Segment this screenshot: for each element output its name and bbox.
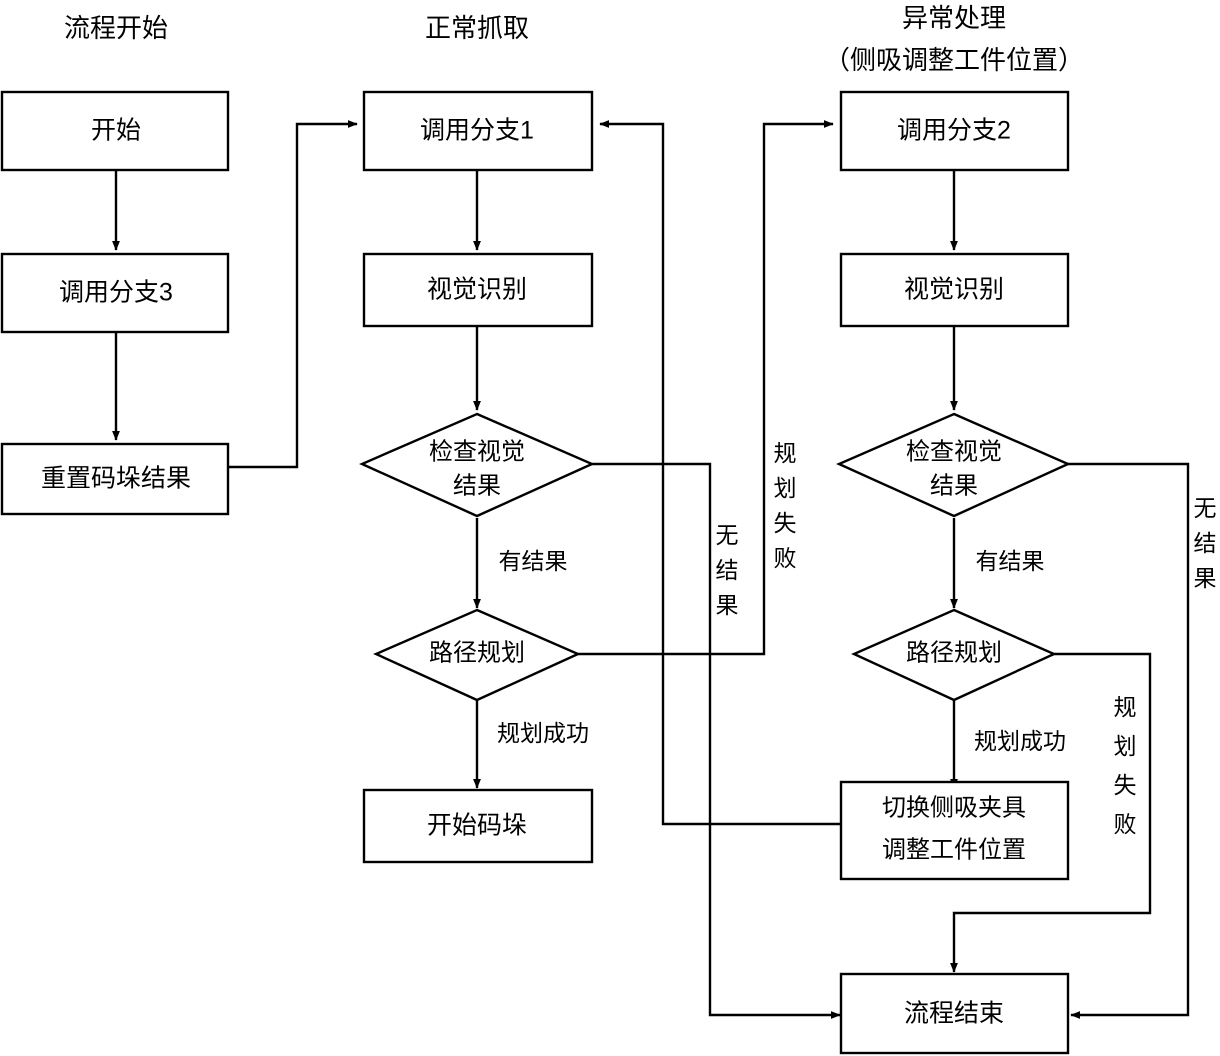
node-reset-palletize-label: 重置码垛结果 [41,465,191,493]
node-start-palletize-label: 开始码垛 [427,812,527,840]
node-flow-end[interactable]: 流程结束 [839,972,1070,1055]
node-vision1-box[interactable] [362,252,594,328]
node-flow-end-label: 流程结束 [904,1000,1004,1028]
edge-label-no-result-right-c1: 无 [1194,495,1217,521]
node-branch3-box[interactable] [0,252,230,334]
node-path-plan1[interactable]: 路径规划 [373,608,581,702]
node-branch1-label: 调用分支1 [420,117,534,145]
edge-switchgripper-to-branch1 [599,120,841,826]
edge-label-plan-fail-right-c2: 划 [1114,733,1137,759]
group-title-normal: 正常抓取 [425,13,529,43]
node-vision1-label: 视觉识别 [427,276,527,304]
node-start-palletize[interactable]: 开始码垛 [362,788,594,864]
edge-check2-noresult-to-end [1068,462,1190,1019]
node-reset-palletize-box[interactable] [0,442,230,516]
node-start[interactable]: 开始 [0,90,230,172]
edge-label-plan-fail-right-c4: 败 [1114,811,1137,837]
node-vision2-box[interactable] [839,252,1070,328]
edge-label-plan-fail-mid-c1: 规 [774,440,797,466]
edge-label-plan-ok-1: 规划成功 [497,720,589,746]
group-title-abnormal-line2: （侧吸调整工件位置） [824,45,1084,75]
edge-label-plan-fail-mid-c2: 划 [774,475,797,501]
edge-label-no-result-mid-c2: 结 [716,557,739,583]
node-path-plan2-label: 路径规划 [906,639,1002,666]
node-switch-gripper-label-line2: 调整工件位置 [882,836,1026,863]
group-title-abnormal-line1: 异常处理 [902,3,1006,33]
edge-label-no-result-mid-c3: 果 [716,592,739,618]
edge-plan2-fail-to-end [950,652,1152,973]
edge-label-no-result-right: 无 结 果 [1194,495,1217,591]
node-branch1[interactable]: 调用分支1 [362,90,594,172]
edge-label-has-result-2: 有结果 [976,548,1045,574]
edge-label-plan-fail-mid: 规 划 失 败 [774,440,797,571]
node-switch-gripper-box[interactable] [839,780,1070,881]
node-branch1-box[interactable] [362,90,594,172]
edge-label-no-result-right-c2: 结 [1194,530,1217,556]
node-flow-end-box[interactable] [839,972,1070,1055]
node-switch-gripper[interactable]: 切换侧吸夹具 调整工件位置 [839,780,1070,881]
edge-label-plan-fail-right-c1: 规 [1114,694,1137,720]
node-check-vision1-shape[interactable] [359,412,595,518]
node-check-vision1-label-line2: 结果 [453,472,501,499]
node-check-vision2[interactable]: 检查视觉 结果 [836,412,1071,518]
edge-label-has-result-1: 有结果 [499,548,568,574]
node-branch3-label: 调用分支3 [59,279,173,307]
node-check-vision1-label-line1: 检查视觉 [429,438,525,465]
edge-plan1-fail-to-branch2 [578,120,834,656]
edge-label-no-result-mid-c1: 无 [716,522,739,548]
node-start-palletize-box[interactable] [362,788,594,864]
node-switch-gripper-label-line1: 切换侧吸夹具 [882,794,1026,821]
group-title-start: 流程开始 [64,13,168,43]
node-path-plan1-label: 路径规划 [429,639,525,666]
node-start-box[interactable] [0,90,230,172]
edge-check1-noresult-to-end [592,462,841,1019]
node-reset-palletize[interactable]: 重置码垛结果 [0,442,230,516]
node-branch3[interactable]: 调用分支3 [0,252,230,334]
node-vision1[interactable]: 视觉识别 [362,252,594,328]
node-check-vision2-label-line2: 结果 [930,472,978,499]
node-vision2-label: 视觉识别 [904,276,1004,304]
node-branch2-label: 调用分支2 [897,117,1011,145]
node-path-plan2[interactable]: 路径规划 [851,608,1057,702]
edge-label-plan-fail-mid-c4: 败 [774,545,797,571]
edge-label-no-result-right-c3: 果 [1194,565,1217,591]
node-check-vision2-shape[interactable] [836,412,1071,518]
edge-label-plan-fail-right-c3: 失 [1114,772,1137,798]
edge-label-plan-ok-2: 规划成功 [974,728,1066,754]
node-path-plan1-shape[interactable] [373,608,581,702]
node-start-label: 开始 [91,117,141,145]
node-branch2-box[interactable] [839,90,1070,172]
node-check-vision1[interactable]: 检查视觉 结果 [359,412,595,518]
node-path-plan2-shape[interactable] [851,608,1057,702]
node-check-vision2-label-line1: 检查视觉 [906,438,1002,465]
edge-label-plan-fail-right: 规 划 失 败 [1114,694,1137,837]
node-branch2[interactable]: 调用分支2 [839,90,1070,172]
node-vision2[interactable]: 视觉识别 [839,252,1070,328]
edge-reset-to-branch1 [228,120,358,469]
edge-label-plan-fail-mid-c3: 失 [774,510,797,536]
edge-label-no-result-mid: 无 结 果 [716,522,739,618]
